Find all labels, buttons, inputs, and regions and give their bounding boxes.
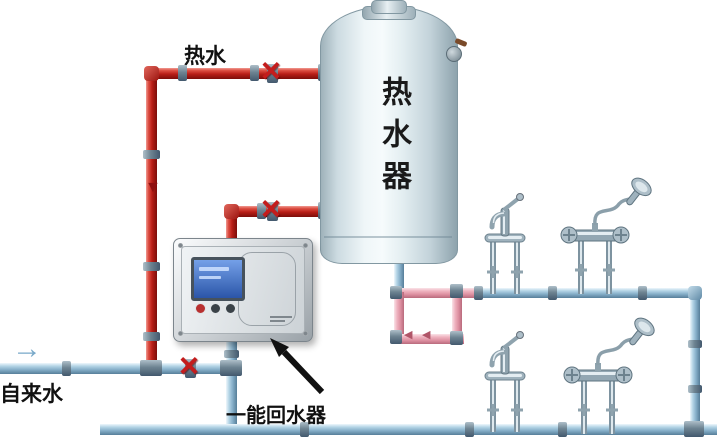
set-button: [225, 303, 236, 314]
screw-icon: [303, 243, 308, 248]
cold-pipe-elbow-right: [688, 286, 702, 300]
lcd-display: [191, 257, 245, 301]
hot-water-pipe-left-vertical: [146, 70, 157, 370]
mode-button: [210, 303, 221, 314]
hot-water-pipe-mid-horizontal: [238, 206, 328, 217]
pipe-coupling: [62, 361, 71, 376]
pipe-coupling: [143, 262, 160, 271]
return-loop-right-pipe: [452, 296, 462, 340]
tank-side-fitting: [446, 46, 462, 62]
faucet-upper: [484, 193, 526, 294]
shower-upper: [560, 177, 652, 294]
pipe-coupling: [558, 422, 567, 437]
hot-water-pipe-top-horizontal: [155, 68, 328, 79]
hot-pipe-elbow-top-left: [144, 66, 159, 81]
valve-handle-icon: ×: [261, 190, 281, 228]
hot-pipe-elbow-mid: [224, 204, 239, 219]
pipe-coupling: [300, 422, 309, 437]
pipe-coupling: [688, 385, 702, 393]
tank-top-cap: [371, 0, 407, 14]
pipe-tee: [684, 421, 704, 437]
right-riser-pipe: [690, 296, 700, 429]
return-loop-bottom-pipe: [394, 334, 464, 344]
pipe-coupling: [638, 286, 647, 300]
pipe-coupling: [143, 332, 160, 341]
faucet-lower: [484, 331, 526, 432]
valve-body: [267, 202, 278, 221]
return-loop-top-pipe: [396, 288, 480, 298]
return-flow-arrow-icon: ◀: [404, 329, 413, 341]
pipe-coupling: [250, 65, 259, 81]
valve-handle-icon: ×: [261, 52, 281, 90]
upper-distribution-pipe: [396, 288, 696, 298]
tap-water-label: 自来水: [0, 383, 63, 406]
hot-water-flow-arrow-icon: ▼: [145, 179, 161, 196]
return-device-label: 一能回水器: [226, 405, 326, 427]
bottom-distribution-pipe: [100, 424, 717, 435]
shower-lower: [563, 317, 655, 434]
hot-water-label: 热水: [184, 45, 226, 68]
valve-handle-icon: ×: [179, 347, 199, 385]
tap-water-flow-arrow-icon: →: [12, 332, 42, 365]
pipe-coupling: [143, 150, 160, 159]
lcd-text-line: [199, 276, 221, 279]
screw-icon: [303, 331, 308, 336]
pipe-coupling: [474, 286, 483, 300]
pipe-coupling: [450, 284, 463, 298]
pipe-tee: [220, 360, 242, 376]
brand-mark: [270, 320, 285, 322]
lcd-text-line: [199, 267, 229, 271]
pipe-coupling: [178, 65, 187, 81]
power-button: [195, 303, 206, 314]
valve-body: [185, 359, 196, 378]
pipe-coupling: [548, 286, 557, 300]
brand-mark: [270, 316, 292, 318]
heater-outlet-drop-pipe: [394, 258, 404, 292]
pipe-coupling: [390, 286, 402, 299]
callout-arrow-icon: [270, 338, 325, 395]
screw-icon: [178, 331, 183, 336]
hot-water-pipe-to-return-device: [226, 208, 237, 242]
return-loop-left-pipe: [394, 292, 404, 342]
pipe-tee: [140, 360, 162, 376]
pipe-coupling: [224, 350, 239, 358]
cold-pipe-down-to-bottom: [226, 372, 237, 430]
tap-water-inlet-pipe: [0, 363, 242, 374]
screw-icon: [178, 243, 183, 248]
valve-body: [267, 64, 278, 83]
pipe-coupling: [465, 422, 474, 437]
water-heater-label: 热水器: [377, 76, 410, 202]
tank-seam: [324, 236, 452, 238]
pipe-coupling: [688, 340, 702, 348]
faceplate-trim: [238, 252, 296, 326]
return-flow-arrow-icon: ◀: [422, 329, 431, 341]
pipe-coupling: [257, 203, 266, 219]
pipe-coupling: [450, 331, 463, 345]
pipe-coupling: [390, 330, 402, 344]
